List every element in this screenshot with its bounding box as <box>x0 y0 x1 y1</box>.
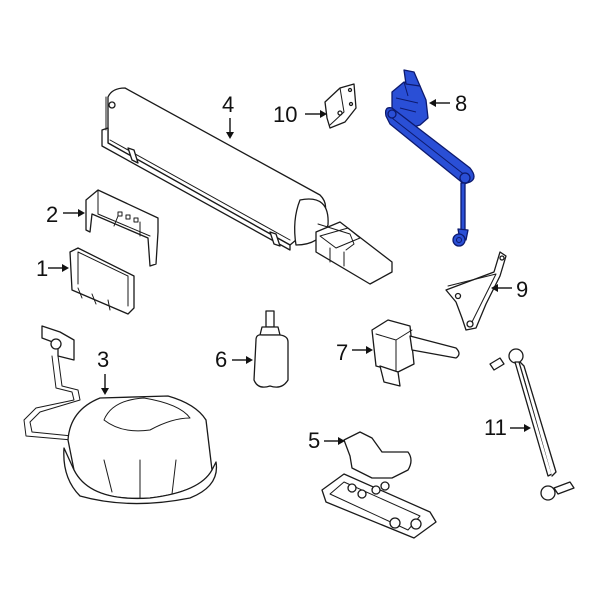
part-10-bracket[interactable] <box>324 83 357 129</box>
part-5-valve-mount[interactable] <box>321 431 437 539</box>
svg-text:1: 1 <box>36 256 48 281</box>
callout-11[interactable]: 11 <box>484 415 531 440</box>
part-11-link-rod[interactable] <box>489 348 575 501</box>
part-2-cover[interactable] <box>85 189 159 267</box>
callout-4[interactable]: 4 <box>222 92 234 139</box>
part-9-bracket[interactable] <box>445 251 507 331</box>
part-6-fitting[interactable] <box>253 310 289 388</box>
callout-1[interactable]: 1 <box>36 256 69 281</box>
svg-text:7: 7 <box>336 340 348 365</box>
callout-3[interactable]: 3 <box>97 347 109 395</box>
callout-5[interactable]: 5 <box>308 428 345 453</box>
svg-text:2: 2 <box>46 202 58 227</box>
svg-text:11: 11 <box>484 415 507 440</box>
callout-10[interactable]: 10 <box>273 102 327 127</box>
part-4-air-reservoir[interactable] <box>101 87 393 285</box>
callout-7[interactable]: 7 <box>336 340 373 365</box>
svg-text:6: 6 <box>215 347 227 372</box>
callout-8[interactable]: 8 <box>429 91 467 116</box>
svg-text:4: 4 <box>222 92 234 117</box>
part-1-insert[interactable] <box>69 247 135 315</box>
svg-text:10: 10 <box>273 102 297 127</box>
callout-6[interactable]: 6 <box>215 347 253 372</box>
part-3-compressor-cover[interactable] <box>23 325 218 505</box>
callout-9[interactable]: 9 <box>491 277 528 302</box>
svg-text:9: 9 <box>516 277 528 302</box>
svg-text:5: 5 <box>308 428 320 453</box>
part-7-level-sensor[interactable] <box>371 319 460 387</box>
part-8-ride-height-sensor[interactable] <box>384 69 475 247</box>
svg-text:3: 3 <box>97 347 109 372</box>
callout-2[interactable]: 2 <box>46 202 85 227</box>
svg-text:8: 8 <box>455 91 467 116</box>
